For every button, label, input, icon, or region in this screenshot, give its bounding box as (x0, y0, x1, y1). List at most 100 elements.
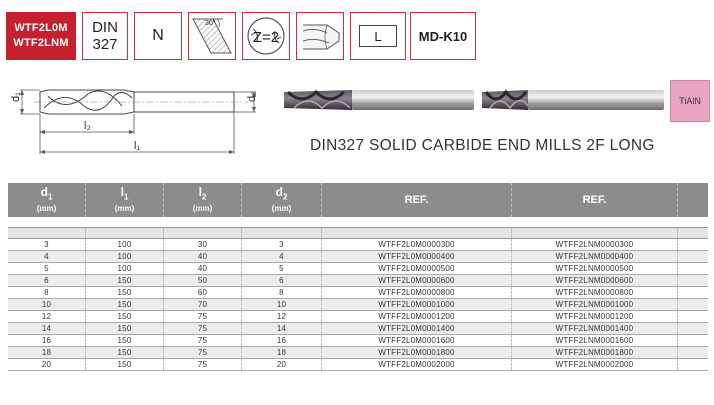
type-n-label: N (152, 27, 164, 44)
table-cell (678, 311, 708, 322)
material-badge: MD-K10 (410, 12, 476, 60)
table-spacer-row (8, 227, 708, 239)
table-cell: 150 (86, 347, 164, 358)
table-cell: WTFF2L0M0000500 (322, 263, 512, 274)
table-cell (678, 239, 708, 250)
table-cell: 5 (242, 263, 322, 274)
table-cell (678, 287, 708, 298)
table-cell: WTFF2L0M0002000 (322, 359, 512, 370)
table-cell: 70 (164, 299, 242, 310)
table-cell: WTFF2LNM0001600 (512, 335, 678, 346)
material-label: MD-K10 (418, 28, 468, 44)
table-cell: WTFF2L0M0000400 (322, 251, 512, 262)
table-cell: 150 (86, 359, 164, 370)
table-cell: 3 (242, 239, 322, 250)
table-cell: WTFF2LNM0000300 (512, 239, 678, 250)
coating-label: TiAlN (679, 96, 701, 106)
header-ref-2: REF. (512, 183, 678, 217)
helix-angle-text: 30° (205, 19, 216, 27)
table-cell: 18 (242, 347, 322, 358)
header-d2: d2 (mm) (242, 183, 322, 217)
table-cell: 150 (86, 287, 164, 298)
table-cell: 20 (242, 359, 322, 370)
flute-count-text: Z=2 (253, 29, 279, 46)
table-cell: WTFF2LNM0001000 (512, 299, 678, 310)
table-cell: 16 (8, 335, 86, 346)
l2-label: l₂ (84, 120, 91, 132)
table-cell: 75 (164, 323, 242, 334)
table-cell: WTFF2L0M0001800 (322, 347, 512, 358)
table-cell: 6 (8, 275, 86, 286)
table-cell: 12 (8, 311, 86, 322)
table-cell: 40 (164, 263, 242, 274)
table-cell: 150 (86, 299, 164, 310)
table-cell: 4 (242, 251, 322, 262)
din-label: DIN (92, 19, 118, 36)
din-number: 327 (92, 36, 118, 53)
table-cell: 14 (242, 323, 322, 334)
table-cell: 75 (164, 359, 242, 370)
end-mill-tip-icon (302, 24, 340, 50)
flute-cross-section-icon: Z=2 (247, 17, 285, 55)
table-cell: 14 (8, 323, 86, 334)
length-box: L (359, 25, 397, 47)
table-cell: 100 (86, 251, 164, 262)
table-cell (678, 251, 708, 262)
table-cell: WTFF2L0M0001200 (322, 311, 512, 322)
table-cell: 6 (242, 275, 322, 286)
table-cell: 30 (164, 239, 242, 250)
specification-table: d1 (mm) l1 (mm) l2 (mm) d2 (mm) REF. REF… (8, 183, 708, 371)
table-cell: 4 (8, 251, 86, 262)
type-n-badge: N (134, 12, 182, 60)
table-cell: 50 (164, 275, 242, 286)
table-cell: WTFF2LNM0000500 (512, 263, 678, 274)
table-cell: 5 (8, 263, 86, 274)
header-blank (678, 183, 708, 217)
table-cell: WTFF2LNM0001200 (512, 311, 678, 322)
helix-angle-badge: 30° (188, 12, 236, 60)
table-cell (678, 359, 708, 370)
header-l2: l2 (mm) (164, 183, 242, 217)
table-cell: 75 (164, 347, 242, 358)
table-cell: 150 (86, 311, 164, 322)
din-standard-badge: DIN 327 (82, 12, 128, 60)
table-cell: WTFF2LNM0000600 (512, 275, 678, 286)
table-cell: 150 (86, 335, 164, 346)
table-cell: 150 (86, 323, 164, 334)
table-cell: WTFF2LNM0002000 (512, 359, 678, 370)
table-cell: 18 (8, 347, 86, 358)
table-cell: WTFF2L0M0000300 (322, 239, 512, 250)
table-cell: 100 (86, 239, 164, 250)
table-cell: WTFF2L0M0001000 (322, 299, 512, 310)
dimension-drawing: d₁ d₂ l₂ l₁ (10, 89, 258, 154)
table-cell: WTFF2LNM0001400 (512, 323, 678, 334)
d1-label: d₁ (10, 92, 22, 102)
table-cell: WTFF2LNM0001800 (512, 347, 678, 358)
table-cell: 20 (8, 359, 86, 370)
end-mill-photo-2 (482, 89, 664, 110)
table-cell: 16 (242, 335, 322, 346)
table-header: d1 (mm) l1 (mm) l2 (mm) d2 (mm) REF. REF… (8, 183, 708, 217)
table-cell (678, 347, 708, 358)
table-cell: 100 (86, 263, 164, 274)
table-cell: 10 (8, 299, 86, 310)
table-cell (678, 299, 708, 310)
product-code-line1: WTF2L0M (14, 22, 68, 34)
product-subtitle: DIN327 SOLID CARBIDE END MILLS 2F LONG (310, 137, 655, 154)
helix-angle-icon: 30° (192, 18, 232, 54)
l1-label: l₁ (134, 140, 140, 152)
table-cell: 150 (86, 275, 164, 286)
table-cell (678, 263, 708, 274)
header-ref-1: REF. (322, 183, 512, 217)
end-type-badge (296, 12, 344, 60)
table-cell: 10 (242, 299, 322, 310)
